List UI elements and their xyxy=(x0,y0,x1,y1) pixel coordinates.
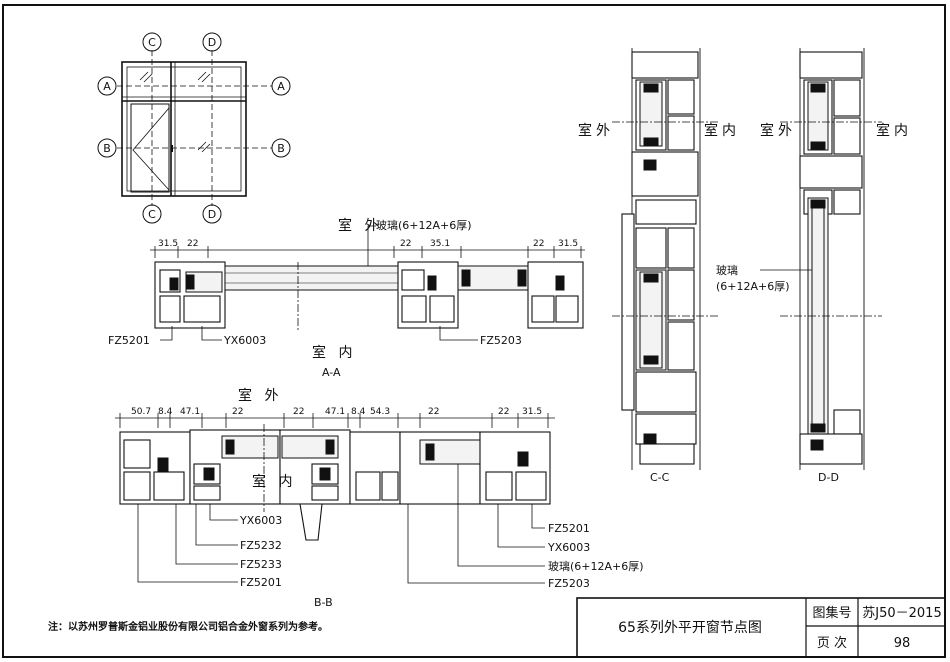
aa-glass-unit xyxy=(224,265,406,291)
aa-dim-4: 22 xyxy=(533,239,544,249)
bb-dim-8: 22 xyxy=(428,407,439,417)
bb-dim-0: 50.7 xyxy=(131,407,151,417)
atlas-label: 图集号 xyxy=(812,605,851,621)
aa-dim-3: 35.1 xyxy=(430,239,450,249)
marker-c-top-label: C xyxy=(148,36,156,49)
bb-dim-10: 31.5 xyxy=(522,407,542,417)
bb-caption: B-B xyxy=(314,596,333,609)
marker-b-left: B xyxy=(97,138,117,158)
bb-dim-3: 22 xyxy=(232,407,243,417)
marker-d-top-label: D xyxy=(208,36,216,49)
aa-dim-0: 31.5 xyxy=(158,239,178,249)
bb-left-label-1: FZ5232 xyxy=(240,539,282,552)
aa-glass-label: 玻璃(6+12A+6厚) xyxy=(376,218,472,232)
dd-glass-label-1: 玻璃 xyxy=(716,263,738,277)
bb-right-label-1: YX6003 xyxy=(547,541,590,554)
dd-outside-label: 室外 xyxy=(760,122,796,139)
cc-outside-label: 室外 xyxy=(578,122,614,139)
note-text: 注：以苏州罗普斯金铝业股份有限公司铝合金外窗系列为参考。 xyxy=(48,620,328,633)
aa-inside-label: 室 内 xyxy=(312,344,356,361)
marker-b-right-label: B xyxy=(277,142,285,155)
section-cc: 室外 室内 C-C xyxy=(578,48,740,484)
bb-left-label-2: FZ5233 xyxy=(240,558,282,571)
marker-b-left-label: B xyxy=(103,142,111,155)
section-dd: 玻璃 (6+12A+6厚) 室外 室内 D-D xyxy=(716,48,912,484)
sheet-border xyxy=(2,4,946,658)
bb-dim-2: 47.1 xyxy=(180,407,200,417)
bb-dim-7: 54.3 xyxy=(370,407,390,417)
marker-a-right: A xyxy=(271,76,291,96)
marker-c-top: C xyxy=(142,32,162,52)
marker-a-left: A xyxy=(97,76,117,96)
bb-inside-label: 室 内 xyxy=(252,473,296,490)
cc-inside-label: 室内 xyxy=(704,122,740,139)
title-text: 65系列外平开窗节点图 xyxy=(618,619,762,636)
dd-inside-label: 室内 xyxy=(876,122,912,139)
dd-glass-label-2: (6+12A+6厚) xyxy=(716,280,790,293)
page-number: 98 xyxy=(894,636,911,651)
aa-dim-2: 22 xyxy=(400,239,411,249)
marker-a-left-label: A xyxy=(103,80,111,93)
marker-c-bottom: C xyxy=(142,204,162,224)
bb-left-label-0: YX6003 xyxy=(239,514,282,527)
cc-caption: C-C xyxy=(650,471,670,484)
marker-d-bottom: D xyxy=(202,204,222,224)
marker-d-top: D xyxy=(202,32,222,52)
section-bb: 室 外 50.7 8.4 47.1 22 22 47.1 8.4 54.3 22… xyxy=(115,387,644,609)
bb-dim-6: 8.4 xyxy=(351,407,366,417)
aa-label-fz5201: FZ5201 xyxy=(108,334,150,347)
title-block: 65系列外平开窗节点图 图集号 苏J50－2015 页 次 98 xyxy=(576,597,946,658)
aa-dim-1: 22 xyxy=(187,239,198,249)
bb-dim-1: 8.4 xyxy=(158,407,173,417)
cc-sash-edge xyxy=(621,213,635,411)
bb-handle xyxy=(299,503,323,541)
atlas-number: 苏J50－2015 xyxy=(862,605,941,621)
marker-c-bottom-label: C xyxy=(148,208,156,221)
bb-dim-5: 47.1 xyxy=(325,407,345,417)
aa-caption: A-A xyxy=(322,366,341,379)
aa-label-yx6003: YX6003 xyxy=(223,334,266,347)
page-label: 页 次 xyxy=(817,635,847,651)
bb-dim-4: 22 xyxy=(293,407,304,417)
marker-b-right: B xyxy=(271,138,291,158)
bb-right-label-2: 玻璃(6+12A+6厚) xyxy=(548,559,644,573)
bb-dim-9: 22 xyxy=(498,407,509,417)
section-aa: 室 外 玻璃(6+12A+6厚) 31.5 22 22 35.1 22 31.5 xyxy=(108,217,585,379)
dd-caption: D-D xyxy=(818,471,839,484)
marker-a-right-label: A xyxy=(277,80,285,93)
bb-outside-label: 室 外 xyxy=(238,387,282,404)
aa-dim-5: 31.5 xyxy=(558,239,578,249)
bb-right-label-0: FZ5201 xyxy=(548,522,590,535)
bb-left-label-3: FZ5201 xyxy=(240,576,282,589)
aa-label-fz5203: FZ5203 xyxy=(480,334,522,347)
window-elevation: C D A A B B C D xyxy=(97,32,291,224)
marker-d-bottom-label: D xyxy=(208,208,216,221)
bb-right-label-3: FZ5203 xyxy=(548,577,590,590)
